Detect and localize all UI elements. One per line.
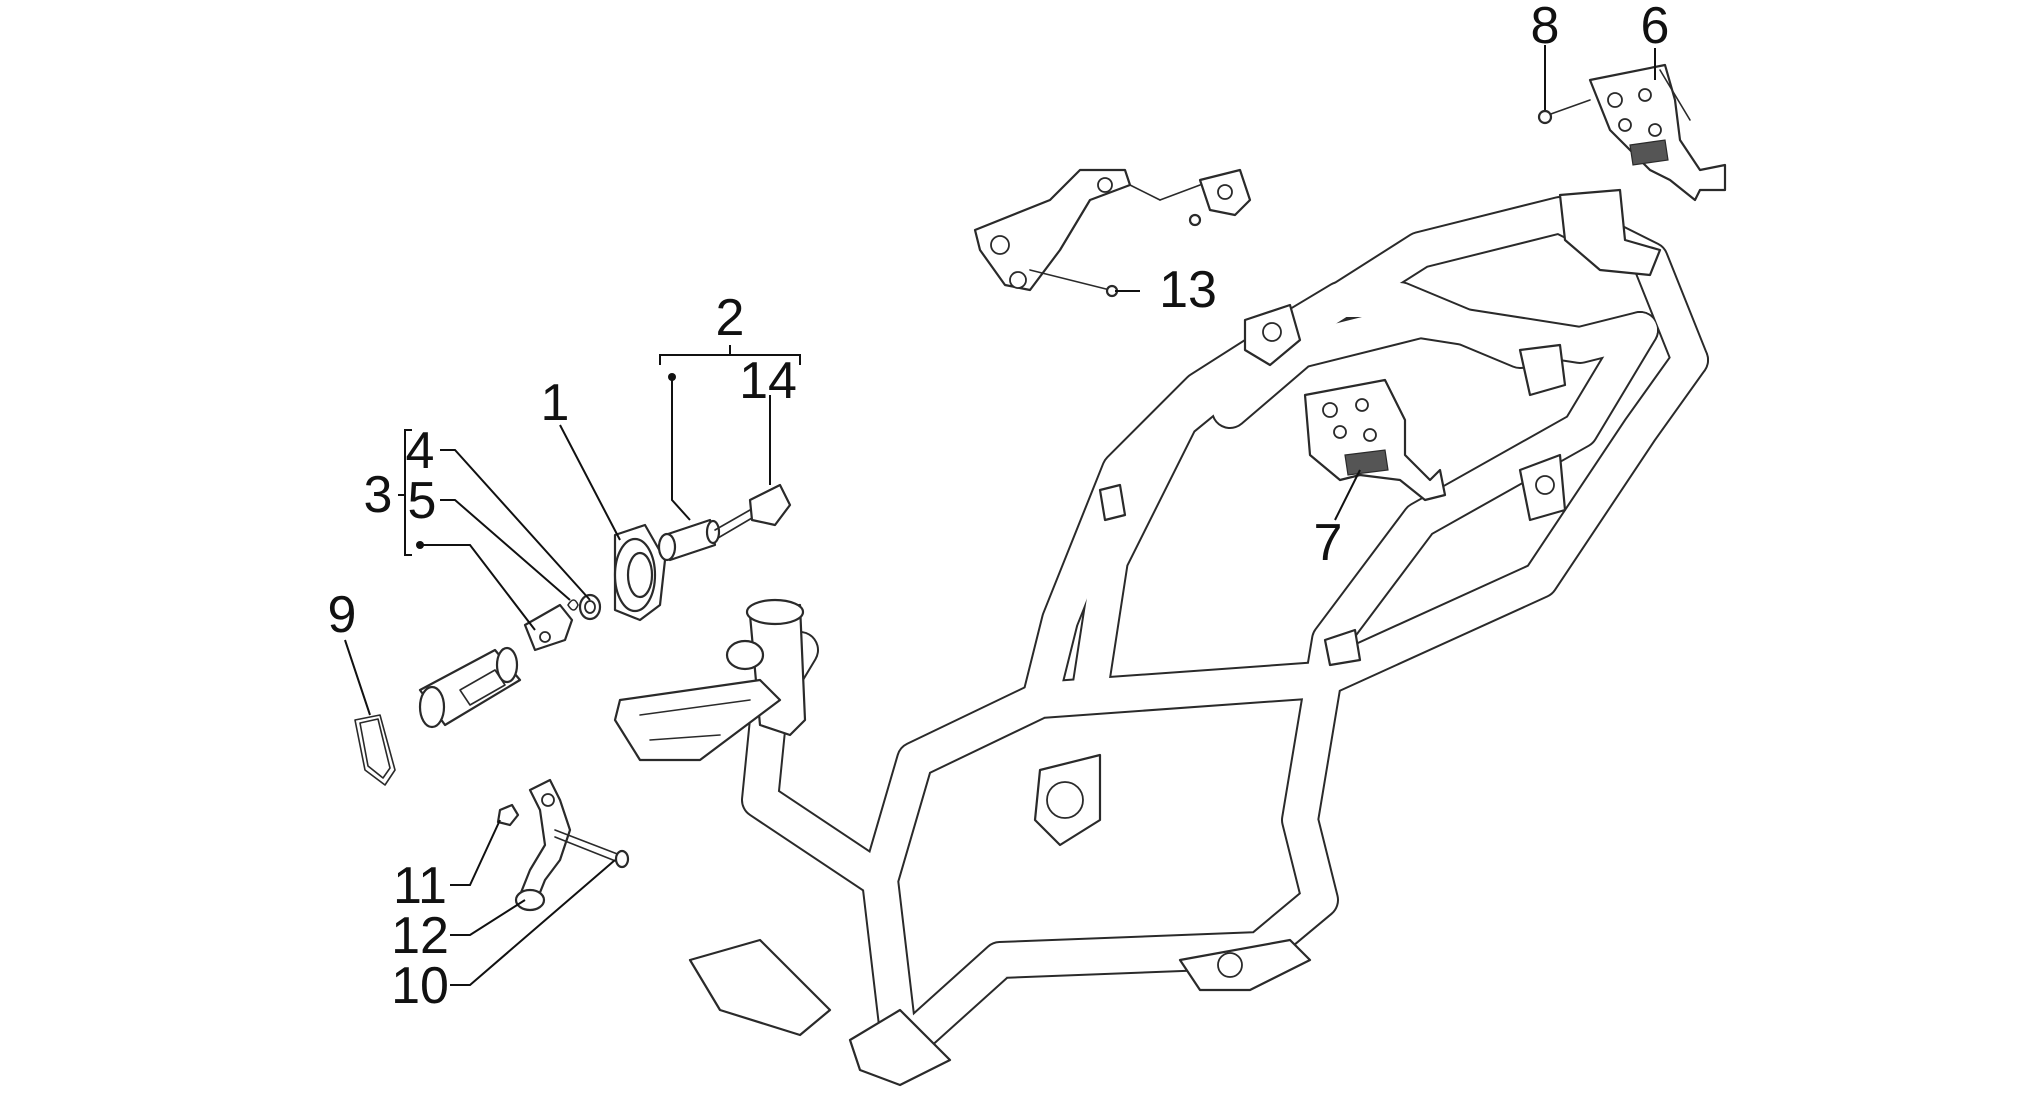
callout-7: 7 bbox=[1314, 514, 1343, 572]
nut-part-11 bbox=[496, 803, 520, 827]
seal-ring-part-9 bbox=[354, 714, 396, 786]
lock-bezel-part-1 bbox=[613, 523, 667, 622]
callout-labels: 8 6 13 2 14 1 4 3 5 9 7 11 12 10 bbox=[328, 0, 1670, 1015]
callout-10: 10 bbox=[391, 957, 449, 1015]
lever-part-12 bbox=[514, 778, 572, 912]
lock-cover-part-9 bbox=[418, 646, 522, 729]
washer-part-4 bbox=[578, 593, 602, 621]
lock-cylinder-part-14 bbox=[657, 483, 792, 562]
callout-1: 1 bbox=[541, 374, 570, 432]
lock-actuator-part-3 bbox=[523, 603, 574, 652]
latch-plate-part-7 bbox=[1303, 378, 1447, 502]
callout-13: 13 bbox=[1159, 261, 1217, 319]
callout-11: 11 bbox=[393, 857, 447, 915]
callout-14: 14 bbox=[739, 352, 797, 410]
callout-8: 8 bbox=[1531, 0, 1560, 55]
callout-2: 2 bbox=[716, 289, 745, 347]
callout-5: 5 bbox=[408, 472, 437, 530]
scooter-frame bbox=[613, 188, 1709, 1087]
callout-6: 6 bbox=[1641, 0, 1670, 55]
callout-4: 4 bbox=[406, 422, 435, 480]
screw-part-8 bbox=[1537, 99, 1591, 125]
callout-9: 9 bbox=[328, 586, 357, 644]
leader-lines bbox=[344, 45, 1656, 986]
latch-plate-part-6 bbox=[1588, 63, 1727, 202]
spring-part-5 bbox=[567, 599, 579, 611]
callout-3: 3 bbox=[364, 466, 393, 524]
bolt-part-10 bbox=[554, 829, 630, 869]
callout-12: 12 bbox=[391, 907, 449, 965]
hook-assembly-part-13 bbox=[973, 168, 1252, 298]
